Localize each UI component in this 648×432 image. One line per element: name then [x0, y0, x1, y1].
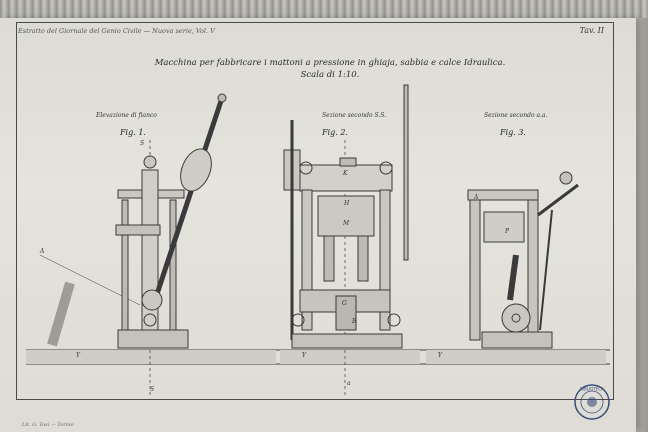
label-y-fig3: Y: [438, 352, 442, 359]
label-s-top: S: [140, 140, 145, 147]
label-p-fig3: P: [505, 228, 510, 235]
label-s-bottom: S: [150, 386, 155, 393]
label-y-fig2: Y: [302, 352, 306, 359]
label-k: K: [343, 170, 348, 177]
label-m: M: [343, 220, 350, 227]
plate-title: Macchina per fabbricare i mattoni a pres…: [154, 58, 506, 68]
label-g: G: [342, 300, 347, 307]
library-stamp: BIBLIOTECA: [574, 384, 610, 420]
fig2-label: Fig. 2.: [322, 128, 348, 137]
binding-strip: [0, 0, 648, 20]
label-a-fig3: A: [474, 194, 479, 201]
label-a-left: A: [40, 248, 45, 255]
label-y-fig1: Y: [76, 352, 80, 359]
stamp-text: BIBLIOTECA: [580, 387, 604, 392]
printer-credit: Lit. G. Tosi — Torino: [22, 422, 74, 428]
fig1-label: Fig. 1.: [120, 128, 146, 137]
label-a-bottom: a: [347, 380, 351, 387]
label-b: B: [352, 318, 357, 325]
plate-scale: Scala di 1:10.: [300, 70, 360, 80]
plate-number: Tav. II: [579, 26, 604, 35]
fig2-machine: [283, 84, 409, 349]
drawing-border: [16, 22, 614, 400]
ground-line: [26, 349, 610, 365]
fig1-machine: [47, 93, 227, 349]
fig3-label: Fig. 3.: [500, 128, 526, 137]
page-edge-shadow: [634, 18, 648, 432]
fig3-machine: [467, 171, 579, 349]
publication-note: Estratto del Giornale del Genio Civile —…: [18, 27, 215, 35]
label-h: H: [344, 200, 350, 207]
fig1-caption: Elevazione di fianco: [96, 112, 157, 119]
fig2-caption: Sezione secondo S.S.: [322, 112, 387, 119]
fig3-caption: Sezione secondo a.a.: [484, 112, 548, 119]
